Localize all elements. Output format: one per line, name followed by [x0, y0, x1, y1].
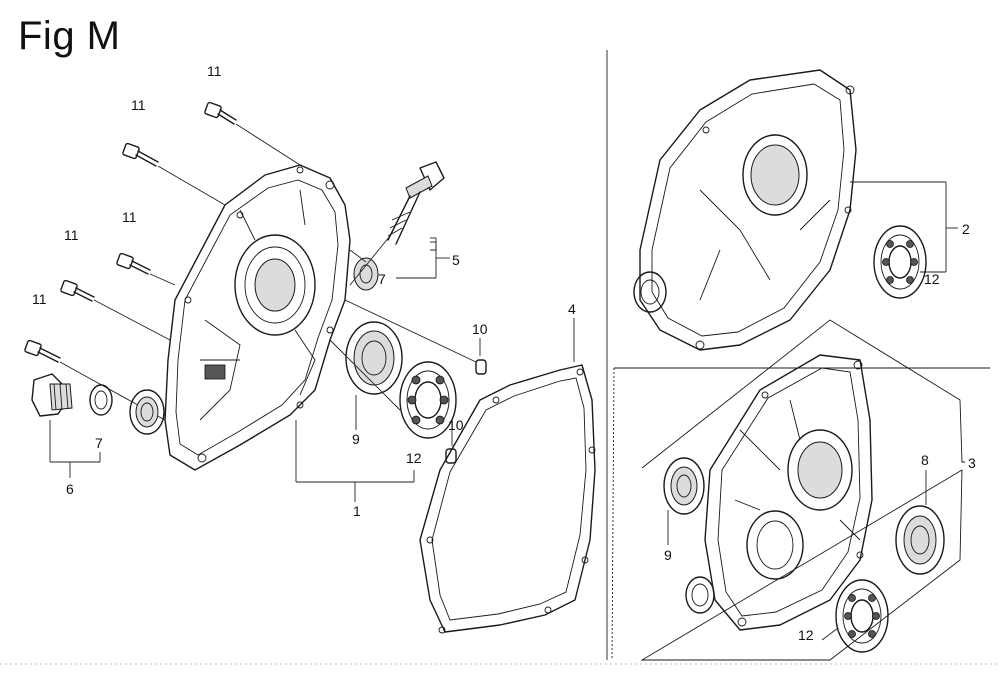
drain-plug [31, 373, 73, 417]
ball-bearing-12-top-right [873, 225, 927, 299]
callout-11-b: 11 [131, 97, 146, 113]
callout-1: 1 [353, 503, 361, 519]
assy-3-bracket [640, 319, 965, 661]
callout-11-a: 11 [207, 63, 222, 79]
bolt-set-11 [24, 101, 237, 363]
callout-9-right: 9 [664, 547, 672, 563]
bolt-11-fifth [24, 339, 61, 363]
dowel-pins-10 [445, 359, 487, 464]
callout-9-left: 9 [352, 431, 360, 447]
sealing-washer-7-left [89, 384, 113, 416]
callout-labels: 1 2 3 4 5 6 7 7 8 9 9 10 10 11 11 11 11 … [32, 63, 976, 643]
crankcase-cover-assy-3 [685, 354, 873, 631]
callout-3: 3 [968, 455, 976, 471]
callout-11-c: 11 [122, 209, 137, 225]
callout-11-e: 11 [32, 291, 47, 307]
oil-seal-8-right [895, 505, 945, 575]
part-leaders-left [49, 235, 575, 502]
bolt-11-fourth [60, 279, 95, 302]
callout-10-upper: 10 [472, 321, 488, 337]
sealing-washer-7-upper [353, 257, 379, 291]
oil-dipstick [387, 161, 445, 245]
crankcase-cover-main [164, 164, 351, 471]
callout-10-lower: 10 [448, 417, 464, 433]
callout-12-bottom-right: 12 [798, 627, 814, 643]
callout-8: 8 [921, 452, 929, 468]
callout-12-top-right: 12 [924, 271, 940, 287]
callout-5: 5 [452, 252, 460, 268]
leaders-assy-2 [850, 181, 958, 273]
leaders-assy-3 [667, 470, 927, 641]
callout-2: 2 [962, 221, 970, 237]
oil-seal-9-left [345, 321, 403, 395]
ball-bearing-12-left [399, 361, 457, 439]
panel-dividers [0, 50, 1000, 665]
callout-12-left: 12 [406, 450, 422, 466]
bolt-11-third [116, 252, 151, 275]
ball-bearing-12-bottom-right [835, 579, 889, 653]
oil-seal-small [129, 389, 165, 435]
callout-7-upper: 7 [378, 271, 386, 287]
gasket-4 [419, 364, 596, 634]
callout-11-d: 11 [64, 227, 79, 243]
bolt-11-top [204, 101, 237, 125]
callout-7-lower: 7 [95, 435, 103, 451]
callout-4: 4 [568, 301, 576, 317]
bolt-11-second [122, 142, 159, 167]
callout-6: 6 [66, 481, 74, 497]
crankcase-cover-assy-2 [633, 69, 857, 351]
bolt-leaders [59, 123, 301, 421]
oil-seal-9-right [663, 457, 705, 515]
figure-title: Fig M [18, 14, 121, 58]
